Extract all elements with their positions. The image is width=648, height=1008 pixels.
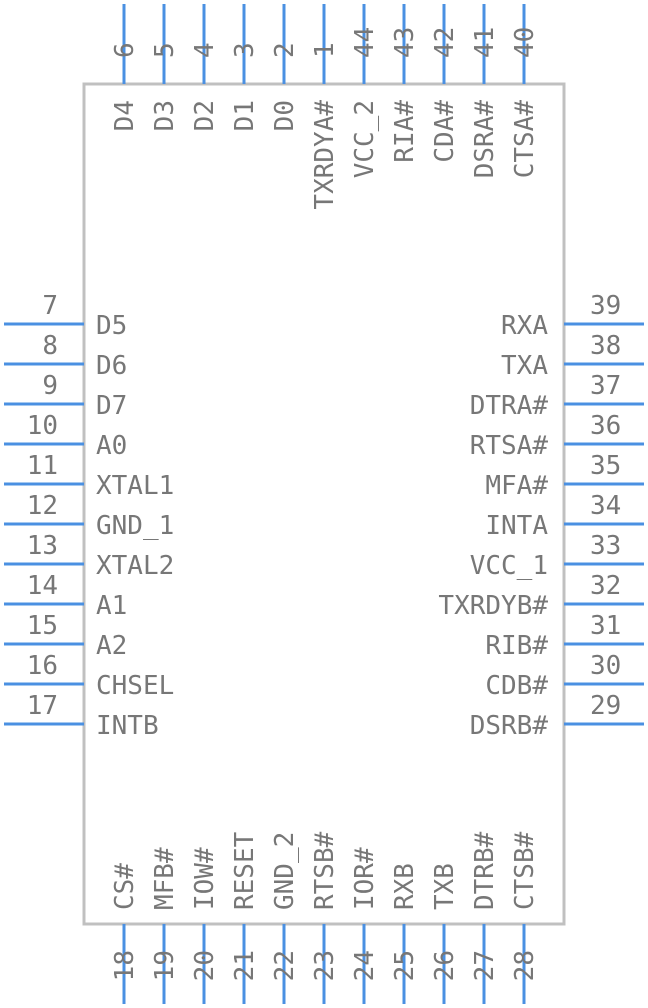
pin-number: 2 [270, 42, 300, 58]
pin-number: 1 [310, 42, 340, 58]
pin-label: DSRB# [470, 711, 549, 741]
pin-label: RESET [230, 831, 260, 910]
pin-label: TXRDYA# [310, 100, 340, 210]
pin-label: RXB [390, 863, 420, 910]
pin-number: 22 [270, 950, 300, 981]
pin-label: D3 [150, 100, 180, 131]
pin-label: D5 [96, 311, 127, 341]
pin-number: 17 [27, 691, 58, 721]
pin-number: 25 [390, 950, 420, 981]
pin-label: RTSA# [470, 431, 549, 461]
pin-number: 31 [590, 611, 621, 641]
pin-number: 16 [27, 651, 58, 681]
pin-label: D6 [96, 351, 127, 381]
pin-number: 15 [27, 611, 58, 641]
pin-labels-group: D4 D3 D2 D1 D0 TXRDYA# VCC_2 RIA# CDA# DSRA# CTSA#… [96, 100, 548, 910]
pin-number: 13 [27, 531, 58, 561]
pin-number: 4 [190, 42, 220, 58]
pin-number: 30 [590, 651, 621, 681]
pin-label: MFB# [150, 847, 180, 910]
pin-label: XTAL1 [96, 471, 174, 501]
pin-label: RXA [501, 311, 548, 341]
pin-label: D1 [230, 100, 260, 131]
pin-number: 21 [230, 950, 260, 981]
pin-label: INTB [96, 711, 159, 741]
pin-number: 19 [150, 950, 180, 981]
pin-number: 32 [590, 571, 621, 601]
pin-number: 12 [27, 491, 58, 521]
pin-number: 37 [590, 371, 621, 401]
pin-number: 29 [590, 691, 621, 721]
pin-label: IOR# [350, 847, 380, 910]
pin-number: 5 [150, 42, 180, 58]
pin-label: RIA# [390, 100, 420, 163]
pin-label: DSRA# [470, 100, 500, 179]
pin-label: D7 [96, 391, 127, 421]
pin-label: A2 [96, 631, 127, 661]
pin-number: 10 [27, 411, 58, 441]
pin-number: 14 [27, 571, 58, 601]
pin-label: D2 [190, 100, 220, 131]
pin-number: 8 [42, 331, 58, 361]
pin-label: A0 [96, 431, 127, 461]
pin-number: 42 [430, 27, 460, 58]
pin-label: TXB [430, 863, 460, 910]
pin-number: 23 [310, 950, 340, 981]
ic-body [82, 82, 566, 926]
pin-number: 3 [230, 42, 260, 58]
pin-label: CDB# [485, 671, 548, 701]
pin-number: 43 [390, 27, 420, 58]
pin-number: 40 [510, 27, 540, 58]
pin-label: GND_1 [96, 511, 174, 541]
pin-number: 38 [590, 331, 621, 361]
pin-label: RIB# [485, 631, 548, 661]
pin-label: CTSA# [510, 100, 540, 179]
pin-number: 7 [42, 291, 58, 321]
pin-label: RTSB# [310, 831, 340, 910]
pin-label: TXA [501, 351, 548, 381]
pin-number: 39 [590, 291, 621, 321]
pin-label: DTRB# [470, 831, 500, 910]
pin-number: 36 [590, 411, 621, 441]
pins-group [4, 4, 644, 1004]
pin-label: DTRA# [470, 391, 549, 421]
pin-number: 34 [590, 491, 621, 521]
pin-label: MFA# [485, 471, 548, 501]
pin-label: A1 [96, 591, 127, 621]
pin-label: TXRDYB# [438, 591, 548, 621]
pin-label: INTA [485, 511, 548, 541]
pin-number: 26 [430, 950, 460, 981]
pin-number: 20 [190, 950, 220, 981]
pin-label: VCC_2 [350, 100, 380, 178]
pin-number: 6 [110, 42, 140, 58]
pin-label: CDA# [430, 100, 460, 163]
pin-number: 33 [590, 531, 621, 561]
pin-number: 41 [470, 27, 500, 58]
pin-label: GND_2 [270, 832, 300, 910]
pin-number: 35 [590, 451, 621, 481]
pin-label: VCC_1 [470, 551, 548, 581]
pin-label: XTAL2 [96, 551, 174, 581]
pin-number: 24 [350, 950, 380, 981]
pin-number: 9 [42, 371, 58, 401]
pin-label: D0 [270, 100, 300, 131]
pin-number: 28 [510, 950, 540, 981]
pin-number: 27 [470, 950, 500, 981]
pin-label: CTSB# [510, 831, 540, 910]
pin-label: CHSEL [96, 671, 174, 701]
pin-label: D4 [110, 100, 140, 131]
pin-number: 44 [350, 27, 380, 58]
pin-label: IOW# [190, 847, 220, 910]
pin-label: CS# [110, 863, 140, 910]
pin-number: 11 [27, 451, 58, 481]
pin-number: 18 [110, 950, 140, 981]
